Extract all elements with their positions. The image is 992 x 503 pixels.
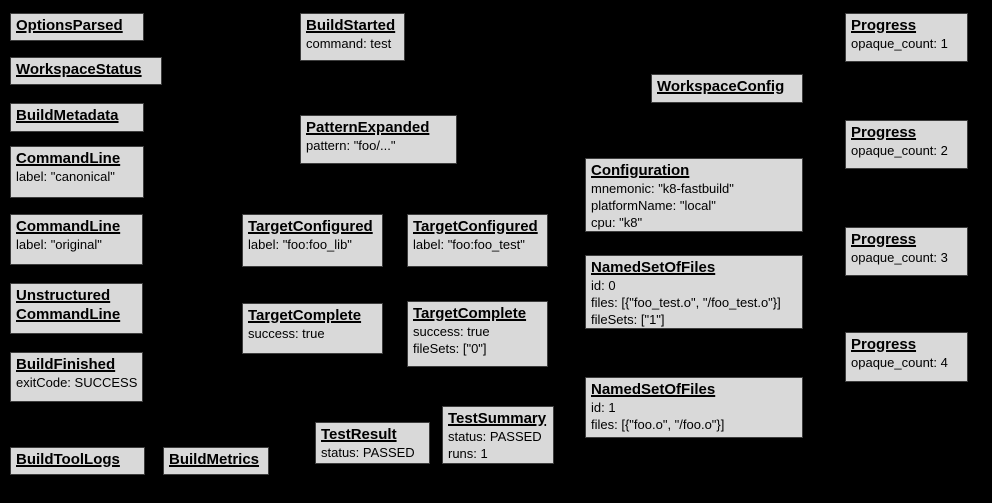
node-field: pattern: "foo/..."	[306, 138, 396, 153]
node-progress-4: Progress opaque_count: 4	[845, 332, 968, 382]
node-command-line-original: CommandLine label: "original"	[10, 214, 143, 265]
node-target-complete-lib: TargetComplete success: true	[242, 303, 383, 354]
node-title: TargetConfigured	[413, 218, 538, 235]
node-field: success: true	[413, 324, 490, 339]
node-field: fileSets: ["0"]	[413, 341, 487, 356]
node-title: TestSummary	[448, 410, 547, 427]
node-title: TestResult	[321, 426, 397, 443]
node-title: NamedSetOfFiles	[591, 259, 716, 276]
node-build-metrics: BuildMetrics	[163, 447, 269, 475]
node-title: CommandLine	[16, 150, 121, 167]
node-title: TargetComplete	[248, 307, 362, 324]
node-field: cpu: "k8"	[591, 215, 643, 230]
node-field: label: "original"	[16, 237, 102, 252]
node-field: fileSets: ["1"]	[591, 312, 665, 327]
node-field: id: 0	[591, 278, 616, 293]
node-field: files: [{"foo.o", "/foo.o"}]	[591, 417, 725, 432]
node-title: Unstructured CommandLine	[16, 287, 121, 323]
node-options-parsed: OptionsParsed	[10, 13, 144, 41]
node-progress-3: Progress opaque_count: 3	[845, 227, 968, 276]
node-title: BuildToolLogs	[16, 451, 120, 468]
node-field: status: PASSED	[448, 429, 542, 444]
node-field: label: "canonical"	[16, 169, 115, 184]
node-title: TargetConfigured	[248, 218, 373, 235]
node-workspace-config: WorkspaceConfig	[651, 74, 803, 103]
node-named-set-of-files-0: NamedSetOfFiles id: 0 files: [{"foo_test…	[585, 255, 803, 329]
node-title: Configuration	[591, 162, 690, 179]
node-field: command: test	[306, 36, 392, 51]
node-title: BuildFinished	[16, 356, 116, 373]
node-title: Progress	[851, 336, 917, 353]
node-field: opaque_count: 3	[851, 250, 948, 265]
node-field: exitCode: SUCCESS	[16, 375, 138, 390]
node-title: CommandLine	[16, 218, 121, 235]
node-build-metadata: BuildMetadata	[10, 103, 144, 132]
node-field: platformName: "local"	[591, 198, 716, 213]
node-title: BuildMetrics	[169, 451, 260, 468]
node-progress-2: Progress opaque_count: 2	[845, 120, 968, 169]
node-title: Progress	[851, 231, 917, 248]
node-field: files: [{"foo_test.o", "/foo_test.o"}]	[591, 295, 781, 310]
node-field: opaque_count: 2	[851, 143, 948, 158]
node-test-summary: TestSummary status: PASSED runs: 1	[442, 406, 554, 464]
node-configuration: Configuration mnemonic: "k8-fastbuild" p…	[585, 158, 803, 232]
node-field: label: "foo:foo_test"	[413, 237, 525, 252]
node-title: Progress	[851, 17, 917, 34]
node-pattern-expanded: PatternExpanded pattern: "foo/..."	[300, 115, 457, 164]
node-title: Progress	[851, 124, 917, 141]
node-field: id: 1	[591, 400, 616, 415]
node-target-configured-test: TargetConfigured label: "foo:foo_test"	[407, 214, 548, 267]
node-progress-1: Progress opaque_count: 1	[845, 13, 968, 62]
node-title: PatternExpanded	[306, 119, 430, 136]
node-title: BuildMetadata	[16, 107, 119, 124]
node-target-complete-test: TargetComplete success: true fileSets: […	[407, 301, 548, 367]
node-unstructured-command-line: Unstructured CommandLine	[10, 283, 143, 334]
node-title: NamedSetOfFiles	[591, 381, 716, 398]
node-field: runs: 1	[448, 446, 488, 461]
node-test-result: TestResult status: PASSED	[315, 422, 430, 464]
node-build-finished: BuildFinished exitCode: SUCCESS	[10, 352, 143, 402]
node-title: BuildStarted	[306, 17, 396, 34]
node-field: opaque_count: 1	[851, 36, 948, 51]
node-field: label: "foo:foo_lib"	[248, 237, 352, 252]
node-command-line-canonical: CommandLine label: "canonical"	[10, 146, 144, 198]
node-title: OptionsParsed	[16, 17, 123, 34]
node-field: opaque_count: 4	[851, 355, 948, 370]
node-named-set-of-files-1: NamedSetOfFiles id: 1 files: [{"foo.o", …	[585, 377, 803, 438]
node-title: TargetComplete	[413, 305, 527, 322]
node-field: status: PASSED	[321, 445, 415, 460]
node-field: mnemonic: "k8-fastbuild"	[591, 181, 734, 196]
node-field: success: true	[248, 326, 325, 341]
node-title: WorkspaceConfig	[657, 78, 785, 95]
node-build-started: BuildStarted command: test	[300, 13, 405, 61]
node-target-configured-lib: TargetConfigured label: "foo:foo_lib"	[242, 214, 383, 267]
node-title: WorkspaceStatus	[16, 61, 142, 78]
node-build-tool-logs: BuildToolLogs	[10, 447, 145, 475]
node-workspace-status: WorkspaceStatus	[10, 57, 162, 85]
